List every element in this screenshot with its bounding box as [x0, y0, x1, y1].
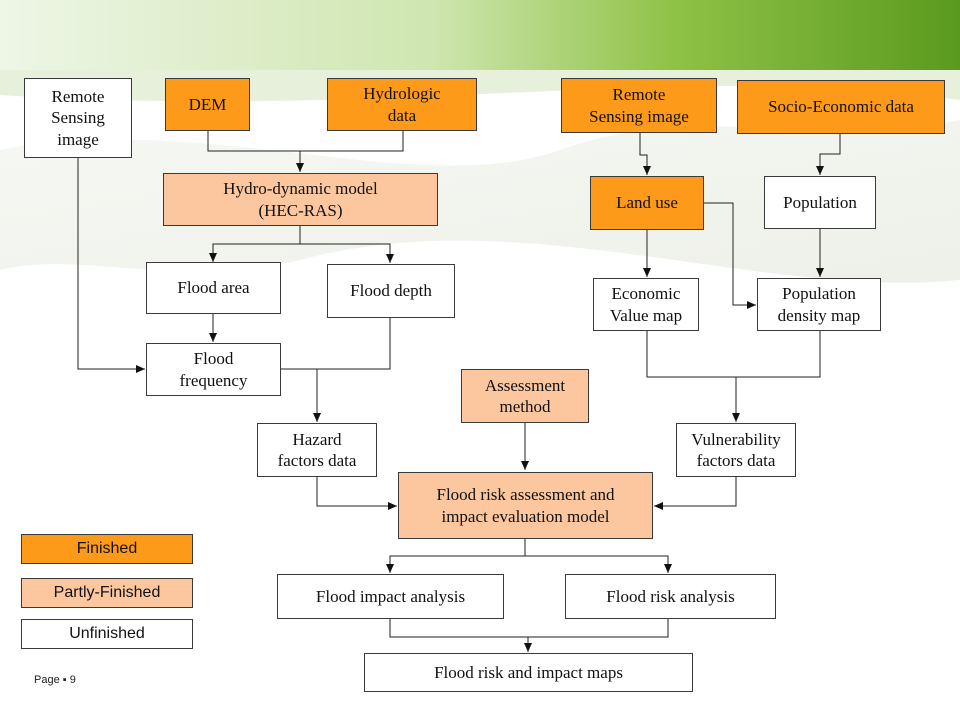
legend-unfinished: Unfinished	[21, 619, 193, 649]
node-flood-depth: Flood depth	[327, 264, 455, 318]
arrow-hazard-to-model	[316, 477, 397, 510]
node-socio-economic-data: Socio-Economic data	[737, 80, 945, 134]
node-dem: DEM	[165, 78, 250, 131]
arrow-rs-to-frequency	[77, 158, 145, 373]
node-economic-value-map: Economic Value map	[593, 278, 699, 331]
node-flood-area: Flood area	[146, 262, 281, 314]
arrow-landuse-to-density	[704, 202, 756, 309]
node-flood-frequency: Flood frequency	[146, 343, 281, 396]
legend-finished: Finished	[21, 534, 193, 564]
arrow-rs-to-landuse	[639, 133, 651, 175]
connector-dem-hydro	[207, 131, 404, 152]
node-flood-risk-analysis: Flood risk analysis	[565, 574, 776, 619]
arrow-vulnerability-to-model	[654, 477, 737, 510]
page-number: Page ▪ 9	[34, 674, 76, 686]
node-remote-sensing-image-left: Remote Sensing image	[24, 78, 132, 158]
connector-economic-density	[646, 331, 821, 378]
connector-model-split	[386, 539, 526, 573]
node-population: Population	[764, 176, 876, 229]
node-remote-sensing-image-right: Remote Sensing image	[561, 78, 717, 133]
node-vulnerability-factors-data: Vulnerability factors data	[676, 423, 796, 477]
connector-analyses-maps	[389, 619, 669, 638]
arrow-to-risk-analysis	[525, 555, 672, 573]
arrow-socio-to-population	[816, 134, 841, 175]
node-hydro-dynamic-model: Hydro-dynamic model (HEC-RAS)	[163, 173, 438, 226]
node-hydrologic-data: Hydrologic data	[327, 78, 477, 131]
node-flood-risk-model: Flood risk assessment and impact evaluat…	[398, 472, 653, 539]
node-flood-risk-impact-maps: Flood risk and impact maps	[364, 653, 693, 692]
connector-depth-hazard	[281, 318, 391, 370]
legend-partly-finished: Partly-Finished	[21, 578, 193, 608]
node-flood-impact-analysis: Flood impact analysis	[277, 574, 504, 619]
node-land-use: Land use	[590, 176, 704, 230]
arrow-to-flood-depth	[300, 243, 394, 263]
node-population-density-map: Population density map	[757, 278, 881, 331]
connector-hydro-split	[209, 226, 301, 262]
node-hazard-factors-data: Hazard factors data	[257, 423, 377, 477]
node-assessment-method: Assessment method	[461, 369, 589, 423]
